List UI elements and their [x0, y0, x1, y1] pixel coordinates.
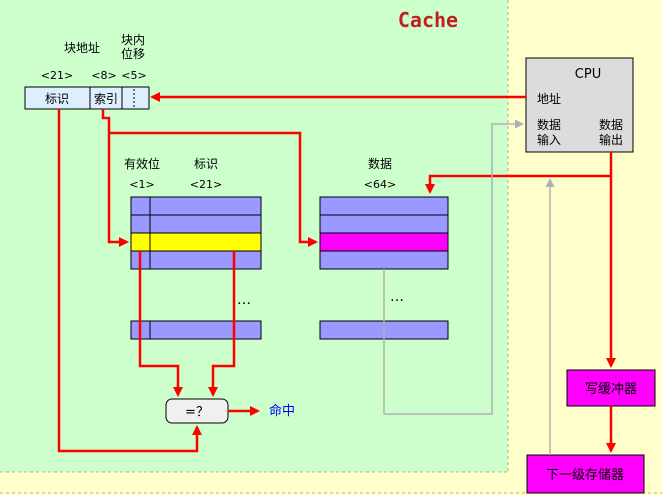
tag-array-width-label: <21> — [190, 178, 222, 191]
data-row — [319, 196, 449, 216]
cpu-address-label: 地址 — [537, 92, 561, 106]
next-level-memory-box — [526, 454, 645, 494]
signal-lines — [57, 92, 616, 453]
tag-field: 标识 — [45, 92, 69, 106]
tag-array-ellipsis: … — [237, 292, 251, 308]
index-field: 索引 — [94, 92, 118, 106]
data-to-cpu-line — [383, 119, 524, 415]
hit-label: 命中 — [269, 403, 295, 419]
valid-to-comparator-arrow — [138, 251, 183, 397]
stored-tag-to-comparator-arrow — [208, 251, 236, 397]
cpu-box — [525, 57, 634, 153]
index-to-data-arrow — [109, 131, 318, 247]
valid-width-label: <1> — [129, 178, 154, 191]
comparator-label: =？ — [185, 405, 209, 420]
valid-bit-label: 有效位 — [124, 156, 160, 171]
data-width-label: <64> — [364, 178, 396, 191]
cpu-data-out-line2: 输出 — [599, 132, 623, 147]
data-return-lines — [383, 119, 555, 455]
address-register — [24, 86, 150, 110]
next-level-memory-label: 下一级存储器 — [546, 468, 624, 483]
data-array-label: 数据 — [368, 156, 392, 171]
tag-width-label: <21> — [41, 69, 73, 82]
tag-row — [130, 250, 262, 270]
data-row-selected — [319, 232, 449, 252]
cache-title: Cache — [398, 8, 458, 32]
cpu-data-out-to-data-arrow — [425, 152, 613, 194]
write-buffer-box — [566, 369, 656, 407]
tag-array — [130, 196, 262, 340]
block-address-label: 块地址 — [64, 41, 100, 55]
block-offset-label-line1: 块内 — [121, 33, 145, 47]
tag-to-comparator-arrow — [57, 109, 202, 453]
write-buffer-label: 写缓冲器 — [585, 382, 637, 397]
offset-width-label: <5> — [121, 69, 146, 82]
data-array-ellipsis: … — [390, 289, 404, 305]
block-offset-label-line2: 位移 — [121, 46, 145, 61]
cpu-data-in-line1: 数据 — [537, 117, 561, 132]
cpu-data-out-line1: 数据 — [599, 117, 623, 132]
tag-row-last — [130, 320, 262, 340]
data-row — [319, 250, 449, 270]
data-row — [319, 214, 449, 234]
index-width-label: <8> — [91, 69, 116, 82]
cpu-data-in-line2: 输入 — [537, 132, 561, 147]
index-to-tag-arrow — [101, 109, 129, 247]
cpu-title: CPU — [575, 67, 601, 82]
tag-array-label: 标识 — [194, 157, 218, 171]
